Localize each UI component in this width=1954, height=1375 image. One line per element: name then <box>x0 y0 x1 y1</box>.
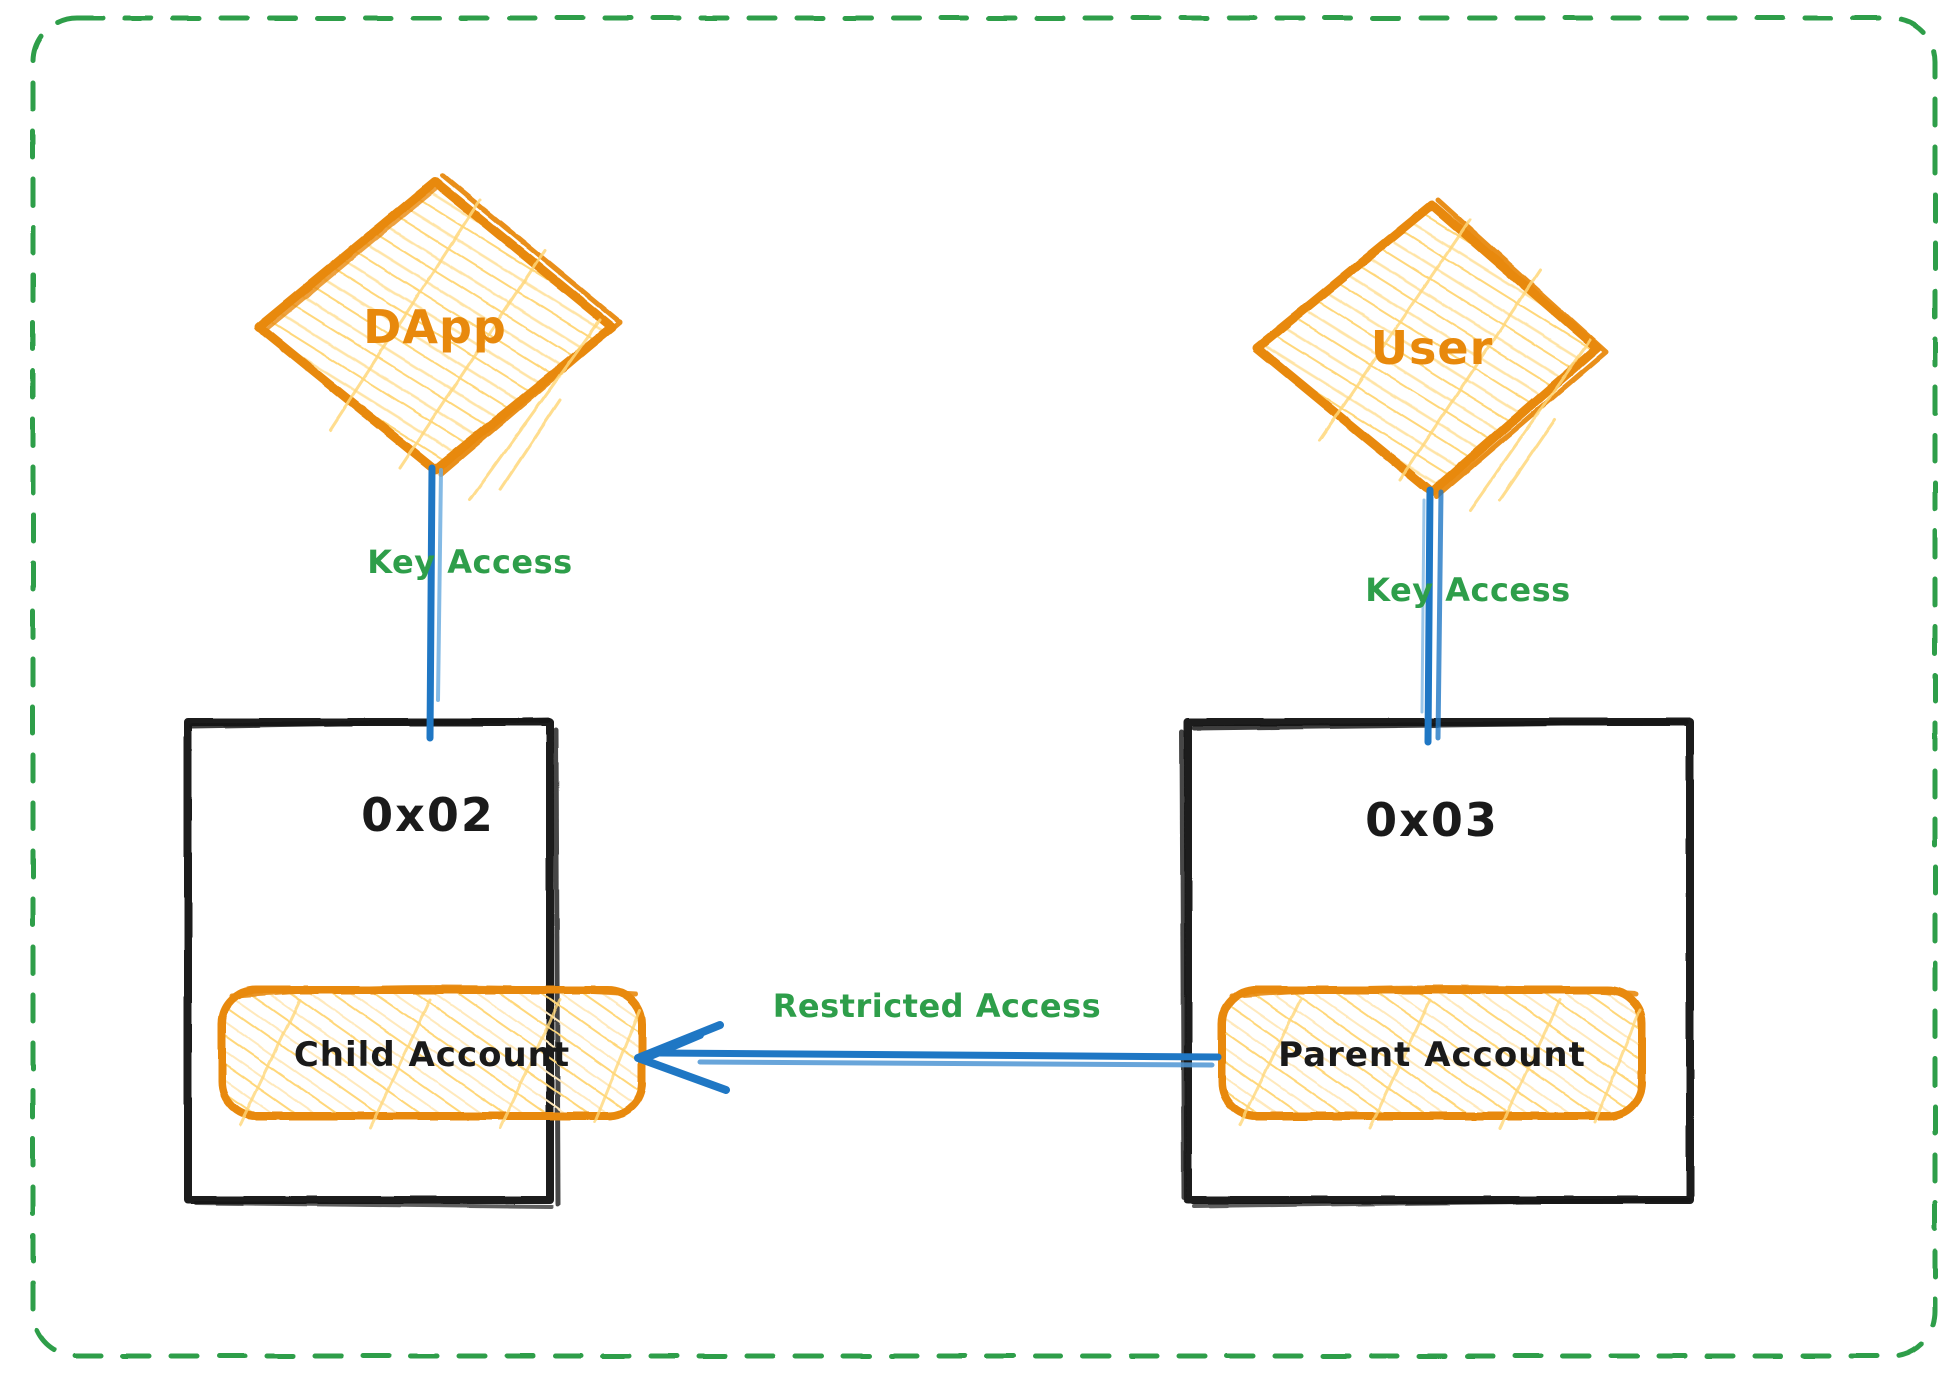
node-child-account[interactable] <box>218 984 646 1130</box>
dashed-boundary <box>30 15 1938 1359</box>
edge-parent-to-child[interactable] <box>634 1021 1222 1094</box>
node-user[interactable] <box>1252 197 1609 512</box>
node-parent-account[interactable] <box>1218 984 1646 1130</box>
node-box-0x02[interactable] <box>184 717 561 1209</box>
edge-dapp-to-child[interactable] <box>426 464 443 742</box>
node-box-0x03[interactable] <box>1179 718 1694 1208</box>
edge-user-to-parent[interactable] <box>1420 486 1444 746</box>
arrowhead-left <box>634 1021 730 1094</box>
node-dapp[interactable] <box>254 173 623 502</box>
